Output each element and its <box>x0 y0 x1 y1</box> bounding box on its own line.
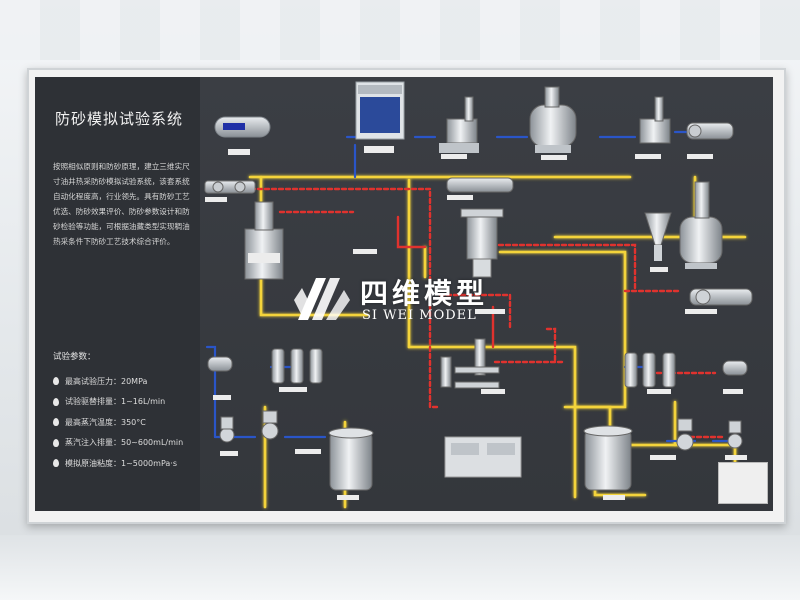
filter-group-right <box>624 352 676 388</box>
wall-pattern <box>0 0 800 60</box>
watermark-logo: 四维模型 SI WEI MODEL <box>290 270 530 330</box>
valve-cluster-center <box>440 338 500 389</box>
droplet-icon <box>53 418 59 427</box>
storage-tank-right <box>583 425 633 491</box>
logo-mark-icon <box>294 278 350 320</box>
param-item: 最高试验压力：20MPa <box>53 371 203 392</box>
metering-pump-1 <box>439 96 479 153</box>
cooler-left <box>207 356 233 372</box>
hopper <box>644 212 672 261</box>
params-title: 试验参数： <box>53 352 96 362</box>
pressure-gauge-device <box>214 116 271 138</box>
storage-tank-left <box>328 427 374 491</box>
plunger-pump-left <box>204 180 256 194</box>
watermark-chinese: 四维模型 <box>360 277 489 310</box>
water-tank-tag <box>364 146 394 153</box>
mixing-tank-right <box>679 181 723 269</box>
filter-group-left <box>271 348 323 384</box>
legend-card <box>718 462 768 504</box>
schematic-board: 防砂模拟试验系统 按照相似原则和防砂原理，建立三维实尺寸油井热采防砂模拟试验系统… <box>35 77 773 511</box>
flow-meter-right-2 <box>727 420 743 449</box>
cooler-right <box>722 360 748 376</box>
param-item: 蒸汽注入排量：50~600mL/min <box>53 433 203 454</box>
distribution-tank <box>529 86 577 153</box>
metering-pump-2 <box>639 96 671 144</box>
panel-title: 防砂模拟试验系统 <box>55 110 184 128</box>
droplet-icon <box>53 459 59 468</box>
piping-diagram <box>204 81 753 509</box>
vertical-sand-model <box>460 208 504 278</box>
screw-pump-top-right <box>686 122 734 140</box>
params-list: 最高试验压力：20MPa 试验驱替排量：1~16L/min 最高蒸汽温度：350… <box>53 371 203 474</box>
flow-meter-left-2 <box>261 410 279 440</box>
steam-generator <box>244 201 284 280</box>
param-item: 模拟原油粘度：1~5000mPa·s <box>53 453 203 474</box>
info-panel: 防砂模拟试验系统 按照相似原则和防砂原理，建立三维实尺寸油井热采防砂模拟试验系统… <box>35 77 200 511</box>
droplet-icon <box>53 438 59 447</box>
flow-meter-right-1 <box>676 418 694 451</box>
watermark-english: SI WEI MODEL <box>362 308 477 323</box>
floor <box>0 535 800 600</box>
flow-meter-left-1 <box>219 416 235 443</box>
water-tank <box>355 81 405 140</box>
param-item: 试验驱替排量：1~16L/min <box>53 392 203 413</box>
horizontal-sand-model <box>446 177 514 193</box>
intro-text: 按照相似原则和防砂原理，建立三维实尺寸油井热采防砂模拟试验系统，该套系统自动化程… <box>53 162 190 246</box>
droplet-icon <box>53 397 59 406</box>
equipment-labels <box>205 154 747 500</box>
param-item: 最高蒸汽温度：350°C <box>53 412 203 433</box>
droplet-icon <box>53 377 59 386</box>
circulation-pump-right <box>689 288 753 306</box>
control-cabinet <box>444 436 522 478</box>
red-pipes <box>228 187 727 439</box>
